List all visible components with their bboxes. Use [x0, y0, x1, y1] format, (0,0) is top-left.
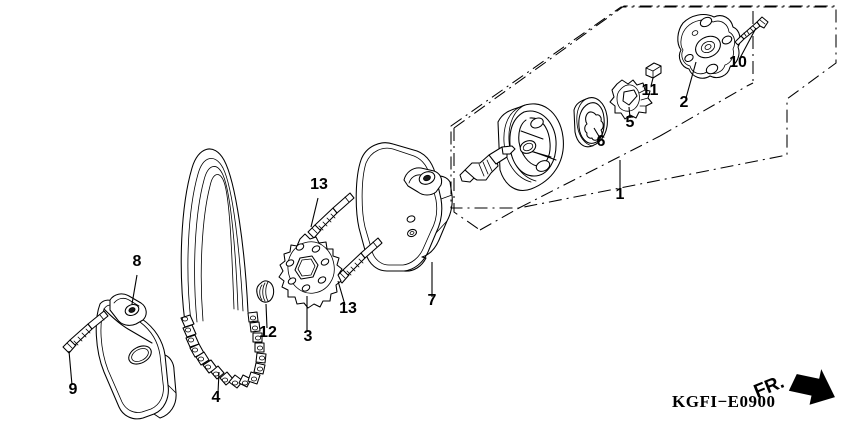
callout-guide-bolt-lower: 13 — [339, 300, 357, 317]
callout-cam-chain-guide: 7 — [428, 292, 437, 309]
dowel-pin — [645, 62, 662, 79]
oil-pump-body — [497, 103, 564, 191]
callout-pump-cover-screw: 10 — [729, 54, 747, 71]
chain-links — [180, 311, 267, 389]
assembly-boundary-oil-pump — [450, 6, 837, 209]
callout-pump-inner-rotor: 5 — [626, 114, 635, 131]
callout-oil-pump-assembly: 1 — [616, 186, 625, 203]
oil-pump-cover — [677, 14, 741, 79]
pump-inner-rotor — [609, 79, 653, 120]
cam-chain — [180, 148, 267, 389]
leader-lines — [68, 27, 757, 394]
cam-chain-sprocket — [278, 233, 343, 309]
sprocket-collar — [256, 280, 275, 303]
callout-cam-chain-tensioner: 8 — [133, 253, 142, 270]
guide-bolt-upper — [307, 192, 355, 239]
callout-oil-pump-cover: 2 — [680, 94, 689, 111]
callout-sprocket-collar: 12 — [259, 324, 277, 341]
callout-dowel-pin: 11 — [642, 82, 659, 99]
tensioner-bolt — [62, 310, 109, 354]
oil-pump-relief-valve — [459, 145, 516, 183]
callout-cam-chain: 4 — [212, 389, 221, 406]
pump-outer-rotor — [573, 97, 608, 148]
dashed-box-cover — [659, 11, 754, 137]
cam-chain-tensioner — [95, 293, 177, 420]
pump-cover-screw — [734, 16, 769, 46]
callout-tensioner-bolt: 9 — [69, 381, 78, 398]
callout-guide-bolt-upper: 13 — [310, 176, 328, 193]
guide-bolt-lower — [335, 237, 383, 284]
dashed-box-main — [453, 5, 835, 231]
callout-pump-outer-rotor: 6 — [597, 133, 606, 150]
callout-cam-chain-sprocket: 3 — [304, 328, 313, 345]
part-code-label: KGFI−E0900 — [672, 392, 776, 411]
